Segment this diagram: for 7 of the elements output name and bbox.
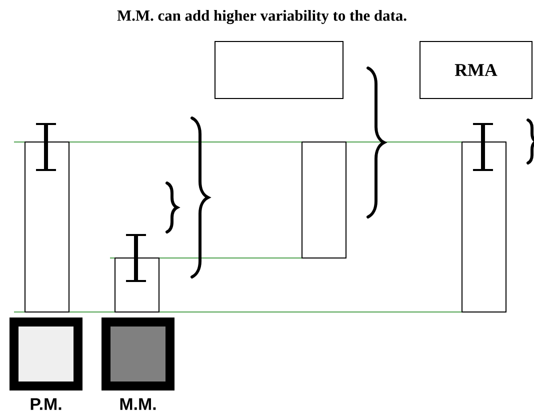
empty-box [214,41,344,99]
swatch-square: P.M. [10,318,82,410]
swatch-square: M.M. [102,318,174,410]
title: M.M. can add higher variability to the data. [117,10,406,24]
node-label: P.M. [30,398,62,410]
node-label: M.M. [120,398,156,410]
label-box: RMA [420,41,532,99]
